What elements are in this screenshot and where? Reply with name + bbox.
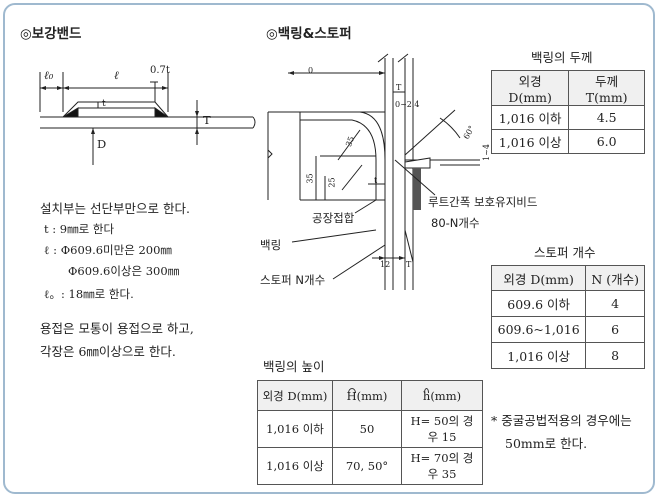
dim-1-4: 1~4: [481, 144, 491, 161]
note-6: 용접은 모통이 용접으로 하고,: [40, 321, 194, 336]
note-3: ℓ : Φ609.6미만은 200㎜: [44, 243, 172, 257]
thickness-cell: 6.0: [568, 129, 645, 154]
note-7: 각장은 6㎜이상으로 한다.: [40, 344, 176, 359]
stopper-cell: 609.6 이하: [490, 290, 587, 317]
thickness-cell: 1,016 이상: [490, 129, 570, 154]
height-cell: 50: [332, 410, 402, 448]
band-title: ◎보강밴드: [20, 26, 82, 42]
stopper-cell: 8: [585, 342, 645, 369]
thickness-cell: 4.5: [568, 105, 645, 130]
dim-zero: 0: [308, 66, 314, 75]
dim-T-top: T: [396, 83, 402, 92]
label-root-gap-count: 80-N개수: [431, 216, 480, 230]
height-cell: 1,016 이하: [257, 410, 333, 448]
stopper-cell: 6: [585, 316, 645, 343]
dim-D: D: [97, 137, 107, 151]
height-table: 외경 D(mm) H(mm) h(mm) 1,016 이하 50 H= 50의 …: [257, 380, 483, 485]
page-frame: [3, 3, 655, 494]
thickness-header-0: 외경 D(mm): [490, 70, 570, 106]
height-cell: 1,016 이상: [257, 447, 333, 485]
dim-25: 25: [327, 177, 337, 188]
label-root-gap: 루트간폭 보호유지비드: [428, 195, 538, 209]
stopper-cell: 609.6~1,016: [490, 316, 587, 343]
height-cell: H= 50의 경우 15: [401, 410, 483, 448]
dim-l: ℓ: [114, 68, 119, 82]
stopper-header-1: N (개수): [585, 265, 645, 291]
note-1: 설치부는 선단부만으로 한다.: [40, 201, 190, 216]
note-5: ℓ。: 18㎜로 한다.: [44, 287, 134, 301]
thickness-table: 외경 D(mm) 두께 T(mm) 1,016 이하 4.5 1,016 이상 …: [490, 70, 645, 154]
height-cell: 70, 50°: [332, 447, 402, 485]
dim-T: T: [203, 113, 211, 127]
dim-l0: ℓ₀: [44, 68, 54, 82]
label-backing-ring: 백링: [260, 238, 282, 252]
dim-gap: 0~2.4: [395, 100, 420, 109]
stopper-cell: 4: [585, 290, 645, 317]
dim-thickness: 0.7t: [150, 65, 170, 76]
dim-35: 35: [305, 173, 315, 184]
thickness-title: 백링의 두께: [531, 50, 593, 65]
footnote-1: * 중굴공법적용의 경우에는: [491, 413, 632, 428]
stopper-title: 스토퍼 개수: [534, 245, 596, 260]
height-header-0: 외경 D(mm): [257, 380, 333, 411]
dim-t-small: t: [374, 176, 378, 185]
stopper-header-0: 외경 D(mm): [490, 265, 587, 291]
thickness-cell: 1,016 이하: [490, 105, 570, 130]
note-2: t : 9㎜로 한다: [44, 222, 115, 236]
label-stopper: 스토퍼 N개수: [260, 273, 326, 287]
height-cell: H= 70의 경우 35: [401, 447, 483, 485]
dim-t: t: [102, 99, 106, 109]
dim-12: 12: [380, 260, 391, 269]
footnote-2: 50mm로 한다.: [505, 436, 588, 451]
label-shop-weld: 공장접합: [312, 211, 355, 225]
stopper-table: 외경 D(mm) N (개수) 609.6 이하 4 609.6~1,016 6…: [490, 265, 645, 369]
ring-title: ◎백링&스토퍼: [266, 26, 352, 42]
dim-T-bottom: T: [406, 260, 412, 269]
thickness-header-1: 두께 T(mm): [568, 70, 645, 106]
height-header-2: h(mm): [401, 380, 483, 411]
note-4: Φ609.6이상은 300㎜: [68, 264, 180, 278]
height-header-1: H(mm): [332, 380, 402, 411]
height-title: 백링의 높이: [263, 359, 325, 374]
stopper-cell: 1,016 이상: [490, 342, 587, 369]
